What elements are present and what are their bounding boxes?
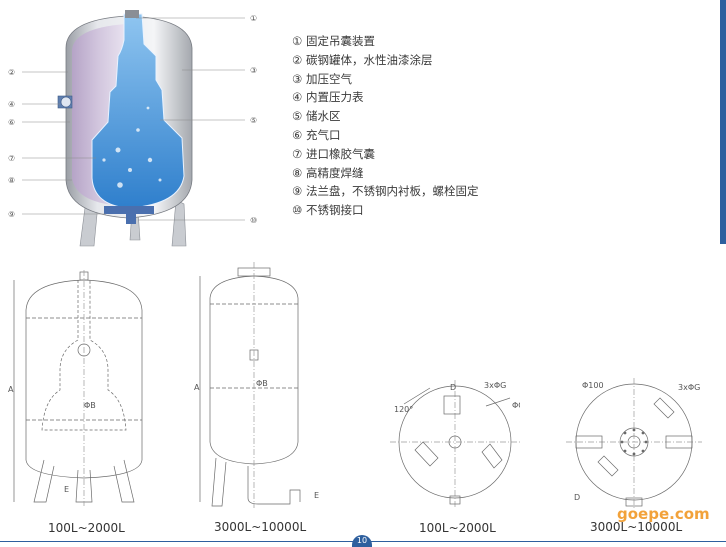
callout-10: ⑩ [250, 216, 257, 225]
callout-3: ③ [250, 66, 257, 75]
tank-cutaway-illustration: ① ② ③ ④ ⑥ ⑤ ⑦ ⑧ ⑨ ⑩ [8, 10, 257, 247]
legend-item: ⑩ 不锈钢接口 [292, 203, 364, 218]
dim-d-small: D [450, 383, 456, 392]
dim-d-large: D [574, 493, 580, 502]
legend-item: ⑧ 高精度焊缝 [292, 165, 364, 180]
watermark: goepe.com [617, 505, 710, 523]
dim-phi-b: ΦB [84, 401, 96, 410]
page-number: 10 [352, 535, 372, 547]
top-view-small: D 3xΦG ΦC 120° [390, 380, 520, 508]
dim-e-large: E [314, 491, 319, 500]
front-drawing-small: A ΦB E [8, 270, 143, 506]
caption-top-large: 3000L~10000L [590, 520, 683, 534]
dim-a-large: A [194, 383, 200, 392]
callout-6: ⑥ [8, 118, 15, 127]
side-accent-bar [720, 0, 726, 244]
callout-2: ② [8, 68, 15, 77]
dim-phi100: Φ100 [582, 381, 604, 390]
legend-item: ⑥ 充气口 [292, 127, 341, 142]
top-view-large: Φ100 3xΦG D [566, 378, 702, 510]
dim-e: E [64, 485, 69, 494]
caption-top-small: 100L~2000L [419, 521, 496, 535]
dim-phi-c-small: ΦC [512, 401, 520, 410]
callout-4: ④ [8, 100, 15, 109]
angle-label-small: 120° [394, 405, 413, 414]
component-legend: ① 固定吊囊装置 ② 碳钢罐体，水性油漆涂层 ③ 加压空气 ④ 内置压力表 ⑤ … [292, 32, 478, 220]
callout-5: ⑤ [250, 116, 257, 125]
caption-front-large: 3000L~10000L [214, 520, 307, 534]
legend-item: ② 碳钢罐体，水性油漆涂层 [292, 52, 433, 67]
callout-8: ⑧ [8, 176, 15, 185]
bolt-label-small: 3xΦG [484, 381, 506, 390]
callout-9: ⑨ [8, 210, 15, 219]
bolt-label-large: 3xΦG [678, 383, 700, 392]
legend-item: ⑨ 法兰盘，不锈钢内衬板，螺栓固定 [292, 184, 479, 199]
legend-item: ① 固定吊囊装置 [292, 34, 375, 48]
legend-item: ③ 加压空气 [292, 71, 352, 86]
caption-front-small: 100L~2000L [48, 521, 125, 535]
legend-item: ④ 内置压力表 [292, 90, 364, 105]
callout-1: ① [250, 14, 257, 23]
legend-item: ⑤ 储水区 [292, 109, 341, 124]
dim-a: A [8, 385, 14, 394]
dim-phi-b-large: ΦB [256, 379, 268, 388]
front-drawing-large: A ΦB E [194, 262, 319, 508]
legend-item: ⑦ 进口橡胶气囊 [292, 146, 375, 161]
callout-7: ⑦ [8, 154, 15, 163]
